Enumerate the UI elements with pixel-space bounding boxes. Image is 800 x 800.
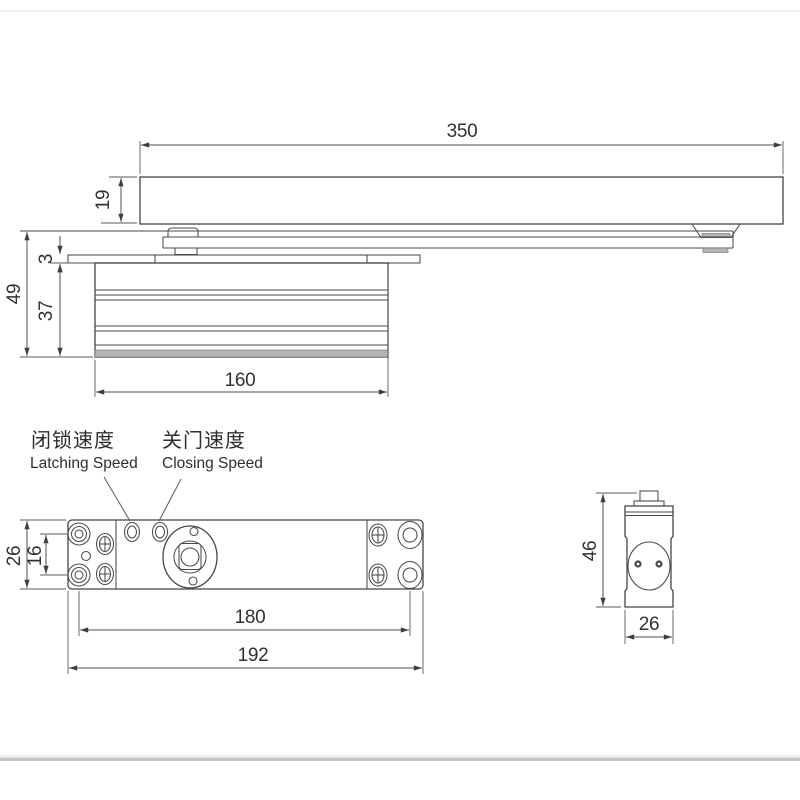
dim-46-label: 46 [580, 541, 601, 562]
latching-speed-leader-line [103, 476, 131, 522]
boss-screw-bottom [188, 576, 198, 586]
top-divider-line [0, 10, 800, 12]
dim-350: 350 [139, 121, 784, 174]
dim-plan-26: 26 [4, 519, 66, 590]
dim-3-label: 3 [36, 254, 57, 264]
phillips-screw-top-left [95, 532, 115, 556]
mount-hole-bottom-right [397, 560, 423, 590]
dim-plan-26-label: 26 [4, 546, 25, 567]
plan-body-outline [67, 519, 424, 590]
closing-speed-leader-line [158, 478, 182, 522]
plan-pin-hole [80, 550, 92, 562]
arm-shoe-hump [167, 227, 199, 237]
dim-180-label: 180 [235, 607, 266, 628]
dim-46: 46 [580, 492, 637, 608]
dim-350-label: 350 [447, 121, 478, 142]
latching-speed-label-cn: 闭锁速度 [31, 429, 115, 452]
page-dividers [0, 10, 800, 761]
dim-192-label: 192 [238, 645, 269, 666]
end-view-pinion-flange [633, 500, 665, 507]
end-view: 46 26 [580, 490, 674, 644]
dim-192: 192 [67, 591, 424, 674]
mount-hole-bottom-left [67, 563, 91, 587]
dim-160-label: 160 [225, 370, 256, 391]
pinion-boss [162, 525, 218, 589]
end-view-port-right [655, 560, 663, 568]
dim-16-label: 16 [25, 546, 46, 567]
mount-hole-top-right [397, 520, 423, 550]
speed-annotations: 闭锁速度 Latching Speed 关门速度 Closing Speed [30, 429, 263, 522]
latching-speed-label-en: Latching Speed [30, 455, 138, 472]
end-view-cylinder-face [627, 541, 671, 591]
dim-16: 16 [25, 533, 68, 576]
dim-19-label: 19 [93, 190, 114, 211]
closing-speed-valve [151, 521, 169, 543]
phillips-screw-bottom-left [95, 562, 115, 586]
dim-180: 180 [78, 591, 411, 636]
bottom-divider-line [0, 757, 800, 761]
dim-19: 19 [93, 176, 137, 224]
dim-end-26: 26 [624, 610, 674, 644]
closing-speed-label-cn: 关门速度 [162, 429, 246, 452]
body-bottom-band [94, 349, 389, 358]
arm-end-pad [702, 247, 729, 253]
bottom-divider-highlight [0, 755, 800, 758]
dim-160: 160 [94, 266, 389, 397]
phillips-screw-bottom-right [368, 563, 388, 587]
side-view: 350 19 49 3 37 [4, 121, 784, 397]
dim-end-26-label: 26 [639, 614, 660, 635]
plan-view: 26 16 180 192 [4, 519, 424, 674]
end-view-port-left [634, 560, 642, 568]
end-view-pinion-cap [639, 490, 659, 502]
closer-body-outline [94, 262, 389, 358]
mount-hole-top-left [67, 522, 91, 546]
dim-49-label: 49 [4, 284, 25, 305]
dim-37: 37 [36, 262, 93, 356]
phillips-screw-top-right [368, 523, 388, 547]
boss-screw-top [189, 526, 199, 537]
latching-speed-valve [123, 521, 141, 543]
end-view-body-outline [624, 505, 674, 608]
slide-rail-outline [139, 176, 784, 225]
dim-3: 3 [36, 236, 63, 282]
closing-speed-label-en: Closing Speed [162, 455, 263, 472]
dim-37-label: 37 [36, 301, 57, 322]
dim-49: 49 [4, 232, 93, 358]
